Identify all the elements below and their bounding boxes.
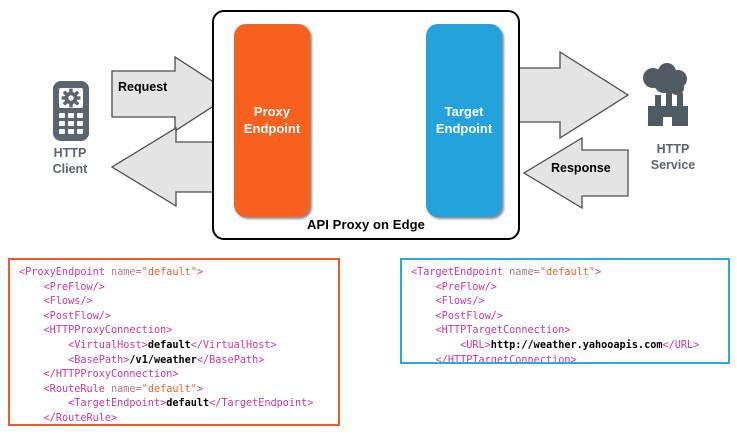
code-line: </HTTPProxyConnection>	[19, 368, 330, 383]
arrow-label-request: Request	[118, 80, 168, 94]
code-token-plain	[411, 296, 436, 307]
code-token-tag: <PostFlow/>	[43, 310, 112, 322]
api-proxy-container: Proxy Endpoint Target Endpoint API Proxy…	[212, 10, 520, 240]
proxy-endpoint-code-block[interactable]: <ProxyEndpoint name="default"> <PreFlow/…	[8, 258, 340, 426]
code-line: <Flows/>	[411, 295, 720, 310]
code-token-plain	[19, 340, 68, 351]
code-token-plain	[19, 355, 68, 366]
target-endpoint-label: Target Endpoint	[435, 104, 493, 136]
code-token-text: default	[147, 339, 191, 351]
code-token-plain	[19, 384, 44, 395]
code-token-attr: name=	[111, 267, 142, 278]
code-token-tag: </VirtualHost>	[190, 339, 277, 351]
code-token-tag: </HTTPTargetConnection>	[435, 354, 577, 364]
code-line: <PostFlow/>	[411, 310, 720, 325]
code-token-attr: name=	[111, 383, 142, 395]
arrow-target-to-service	[507, 50, 630, 140]
code-token-attr: name=	[509, 267, 540, 278]
code-token-tag: <VirtualHost>	[68, 339, 148, 351]
code-line: <URL>http://weather.yahooapis.com</URL>	[411, 339, 720, 354]
code-token-tag: <PostFlow/>	[435, 310, 504, 322]
target-endpoint-box[interactable]: Target Endpoint	[426, 24, 502, 217]
code-token-tag: >	[196, 383, 204, 395]
code-token-plain	[19, 369, 44, 380]
code-token-tag: </BasePath>	[196, 354, 265, 366]
code-token-tag: </HTTPProxyConnection>	[43, 369, 179, 381]
code-token-plain	[19, 413, 44, 424]
code-token-tag: <HTTPTargetConnection>	[435, 325, 571, 337]
code-token-tag: </TargetEndpoint>	[209, 398, 314, 410]
code-line: <ProxyEndpoint name="default">	[19, 266, 330, 281]
code-token-val: "default"	[141, 383, 197, 395]
code-token-tag: <URL>	[460, 339, 491, 351]
code-line: <PostFlow/>	[19, 310, 330, 325]
code-token-val: "default"	[539, 267, 596, 278]
code-line: <TargetEndpoint name="default">	[411, 266, 720, 281]
code-token-plain	[411, 311, 436, 322]
code-token-plain	[411, 282, 436, 293]
code-token-val: "default"	[141, 267, 197, 278]
code-token-text: /v1/weather	[129, 354, 197, 366]
cloud-factory-icon	[628, 62, 704, 143]
code-token-plain	[19, 311, 44, 322]
code-line: </HTTPTargetConnection>	[411, 354, 720, 364]
code-token-plain	[411, 340, 460, 351]
code-token-plain	[411, 325, 436, 336]
mobile-phone-icon	[50, 80, 92, 147]
code-line: <PreFlow/>	[411, 281, 720, 296]
code-token-tag: </URL>	[662, 339, 700, 351]
code-token-plain	[19, 282, 44, 293]
code-line: <VirtualHost>default</VirtualHost>	[19, 339, 330, 354]
code-line: <TargetEndpoint>default</TargetEndpoint>	[19, 397, 330, 412]
proxy-endpoint-label: Proxy Endpoint	[243, 104, 301, 136]
code-line: <BasePath>/v1/weather</BasePath>	[19, 354, 330, 369]
code-token-text: http://weather.yahooapis.com	[490, 339, 663, 351]
code-token-tag: </RouteRule>	[43, 412, 118, 424]
code-token-tag: <RouteRule	[43, 383, 112, 395]
code-line: <PreFlow/>	[19, 281, 330, 296]
http-client-label: HTTP Client	[52, 146, 88, 176]
http-service-label: HTTP Service	[650, 142, 696, 172]
code-token-tag: <Flows/>	[435, 296, 485, 308]
code-line: <HTTPTargetConnection>	[411, 324, 720, 339]
code-token-plain	[19, 296, 44, 307]
code-token-tag: <Flows/>	[43, 296, 93, 308]
code-token-tag: <HTTPProxyConnection>	[43, 325, 173, 337]
code-token-text: default	[166, 398, 210, 410]
code-token-tag: >	[595, 267, 602, 278]
code-token-tag: <TargetEndpoint>	[68, 398, 167, 410]
target-endpoint-code-block[interactable]: <TargetEndpoint name="default"> <PreFlow…	[400, 258, 730, 364]
code-token-plain	[19, 398, 68, 409]
code-token-tag: <PreFlow/>	[43, 281, 105, 293]
code-token-plain	[411, 355, 436, 362]
code-token-tag: <ProxyEndpoint	[19, 267, 112, 278]
code-token-plain	[19, 325, 44, 336]
code-line: <RouteRule name="default">	[19, 383, 330, 398]
code-token-tag: <TargetEndpoint	[411, 267, 510, 278]
code-line: <HTTPProxyConnection>	[19, 324, 330, 339]
code-line: </RouteRule>	[19, 412, 330, 424]
proxy-endpoint-box[interactable]: Proxy Endpoint	[234, 24, 310, 217]
code-token-tag: >	[196, 267, 204, 278]
code-token-tag: <BasePath>	[68, 354, 130, 366]
api-proxy-caption: API Proxy on Edge	[306, 217, 425, 232]
code-token-tag: <PreFlow/>	[435, 281, 497, 293]
arrow-label-response: Response	[551, 161, 611, 175]
code-line: <Flows/>	[19, 295, 330, 310]
